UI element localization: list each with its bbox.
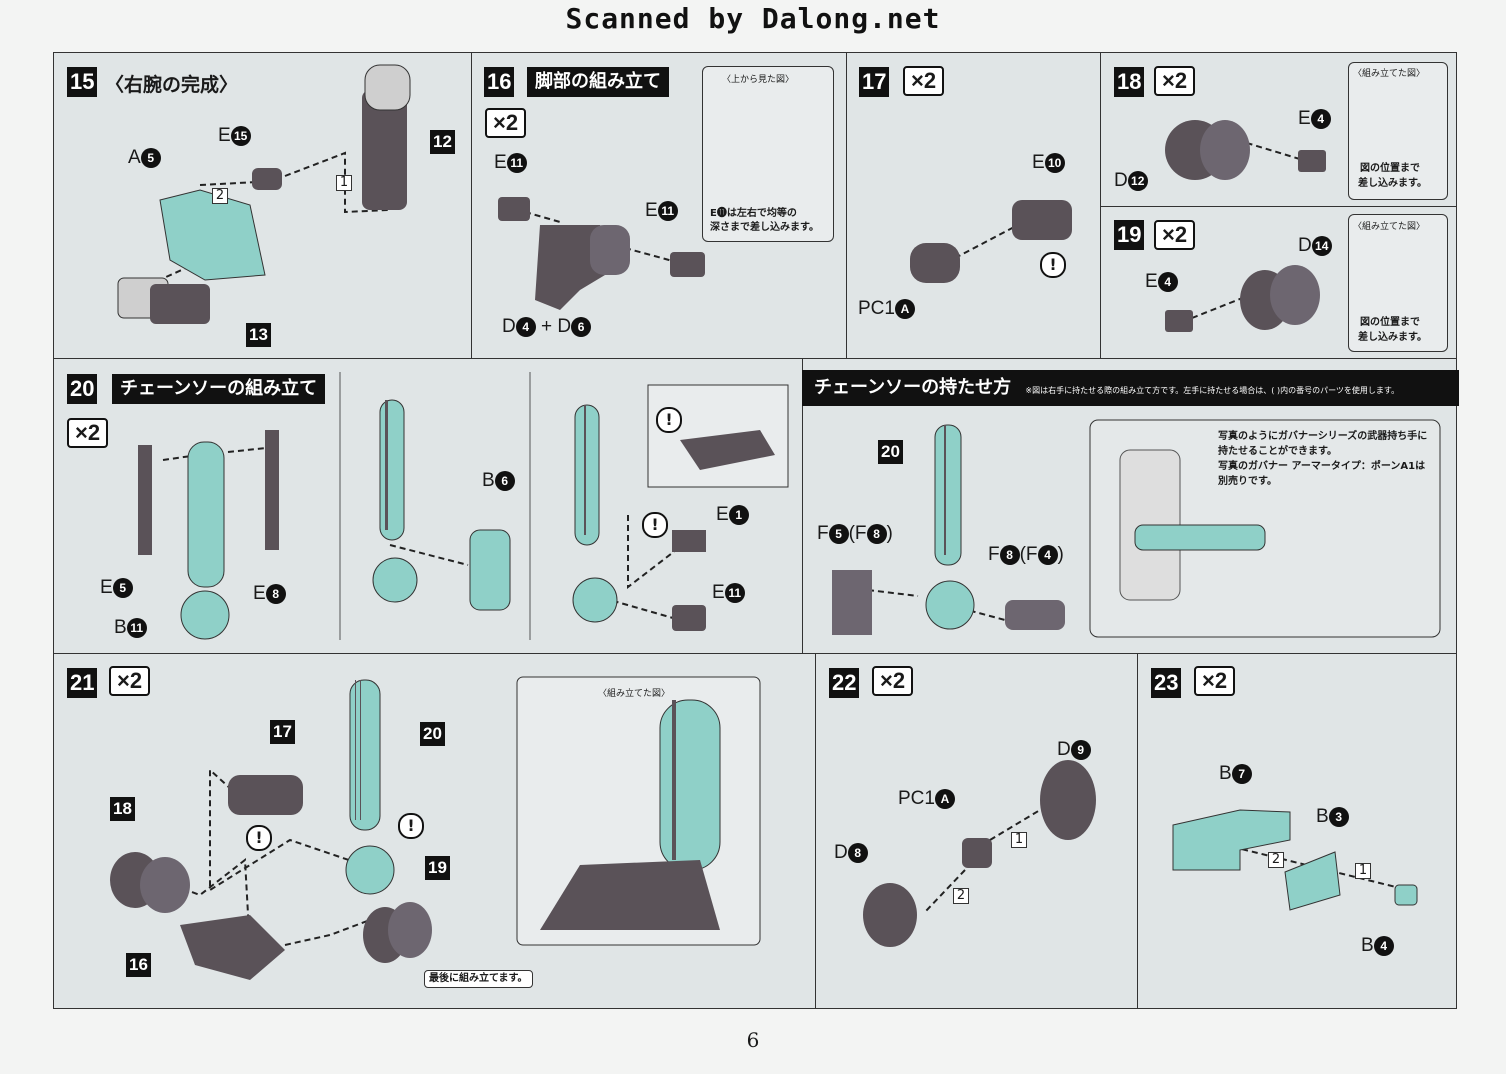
caution-icon: ! [398,813,424,839]
inset-note: 差し込みます。 [1358,332,1427,343]
inset-note: 図の位置まで [1360,163,1420,174]
section-title: チェーンソーの持たせ方 ※図は右手に持たせる際の組み立て方です。左手に持たせる場… [802,370,1459,406]
quantity-badge: ×2 [1154,66,1196,96]
holding-subtitle: ※図は右手に持たせる際の組み立て方です。左手に持たせる場合は、( )内の番号のパ… [1025,386,1400,395]
ref-tag: 20 [420,722,445,746]
order-number: 1 [336,175,352,191]
caution-icon: ! [1040,252,1066,278]
ref-tag: 18 [110,797,135,821]
inset-note: E⓫は左右で均等の [710,208,797,219]
inset-title: 〈組み立てた図〉 [598,689,671,699]
inset-note: 図の位置まで [1360,317,1420,328]
ref-tag: 17 [270,720,295,744]
step-number: 21 [67,668,98,698]
inset-note: 差し込みます。 [1358,178,1427,189]
step-number: 20 [67,374,98,404]
inset-title: 〈上から見た図〉 [722,75,795,85]
order-number: 2 [1268,852,1284,868]
last-assembly-note: 最後に組み立てます。 [424,970,533,988]
inset-note: 深さまで差し込みます。 [710,222,819,233]
ref-tag: 19 [425,856,450,880]
ref-tag: 20 [878,440,903,464]
quantity-badge: ×2 [109,666,151,696]
step-number: 22 [829,668,860,698]
scan-credit: Scanned by Dalong.net [565,2,941,35]
ref-tag: 12 [430,130,455,154]
photo-note: 写真のガバナー アーマータイプ：ポーンA1は [1218,461,1426,472]
quantity-badge: ×2 [67,418,109,448]
step-number: 18 [1114,67,1145,97]
photo-note: 持たせることができます。 [1218,446,1337,457]
inset-title: 〈組み立てた図〉 [1353,69,1426,79]
caution-icon: ! [656,407,682,433]
caution-icon: ! [246,825,272,851]
quantity-badge: ×2 [903,66,945,96]
order-number: 1 [1355,863,1371,879]
holding-title: チェーンソーの持たせ方 [814,377,1012,398]
assembled-inset [1348,214,1448,352]
photo-note: 写真のようにガバナーシリーズの武器持ち手に [1218,431,1428,442]
page-number: 6 [746,1028,760,1052]
step-title: 脚部の組み立て [527,67,669,97]
assembled-inset [1348,62,1448,200]
inset-title: 〈組み立てた図〉 [1353,222,1426,232]
caution-icon: ! [642,512,668,538]
step-number: 23 [1151,668,1182,698]
quantity-badge: ×2 [485,108,527,138]
step-number: 19 [1114,220,1145,250]
quantity-badge: ×2 [1154,220,1196,250]
ref-tag: 16 [126,953,151,977]
step-title: チェーンソーの組み立て [112,374,326,404]
step-number: 17 [859,67,890,97]
step-number: 16 [484,67,515,97]
quantity-badge: ×2 [872,666,914,696]
order-number: 2 [212,188,228,204]
right-arm-parts [117,64,411,324]
step-number: 15 [67,67,98,97]
order-number: 1 [1011,832,1027,848]
ref-tag: 13 [246,323,271,347]
photo-note: 別売りです。 [1218,476,1277,487]
order-number: 2 [953,888,969,904]
step-title: 〈右腕の完成〉 [105,74,239,96]
top-view-inset [702,66,834,242]
quantity-badge: ×2 [1194,666,1236,696]
